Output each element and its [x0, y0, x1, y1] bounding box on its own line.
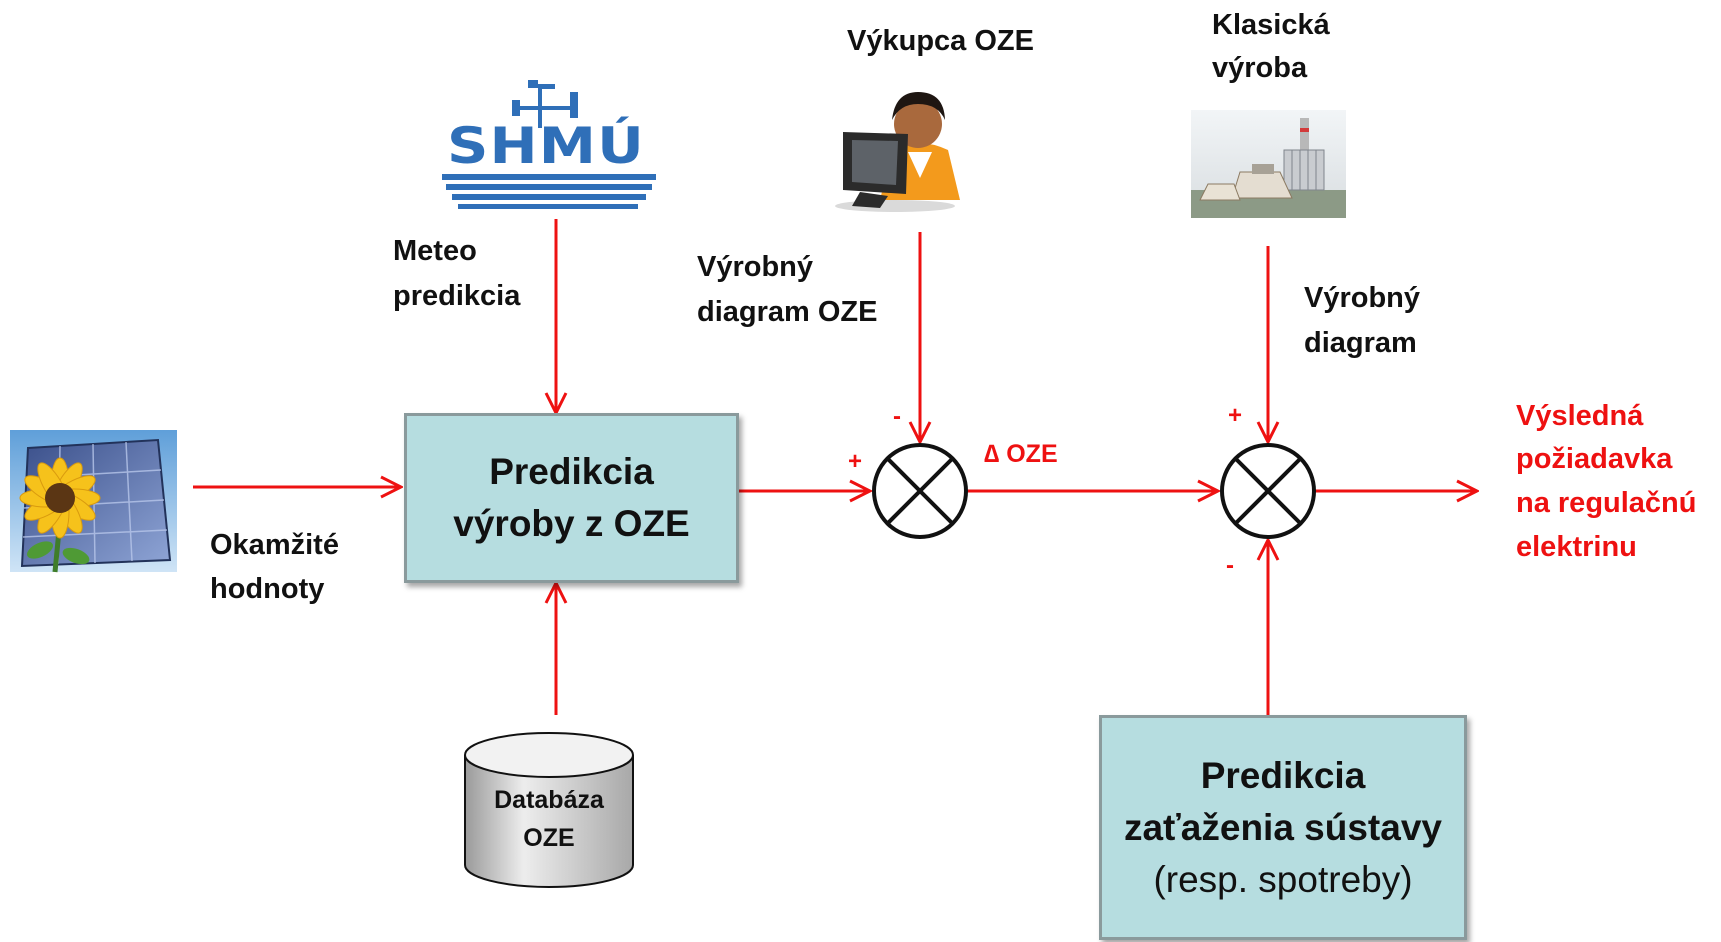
prediction-oze-line2: výroby z OZE — [453, 503, 690, 544]
classic-production-line2: výroba — [1212, 52, 1308, 84]
shmu-logo — [442, 80, 656, 209]
output-label-line4: elektrinu — [1516, 531, 1637, 563]
oze-diagram-label-line2: diagram OZE — [697, 296, 878, 328]
prediction-oze-line1: Predikcia — [489, 451, 654, 492]
prediction-load-box: Predikcia zaťaženia sústavy (resp. spotr… — [1099, 715, 1467, 940]
meteo-label-line1: Meteo — [393, 235, 477, 267]
sum2-minus-sign: - — [1226, 552, 1234, 579]
output-label-line3: na regulačnú — [1516, 487, 1697, 519]
instant-values-label-line1: Okamžité — [210, 529, 339, 561]
buyer-image — [835, 92, 960, 212]
summing-junction-total — [1220, 443, 1316, 539]
prediction-oze-box: Predikcia výroby z OZE — [404, 413, 739, 583]
meteo-label-line2: predikcia — [393, 280, 521, 312]
delta-oze-label: ∆ OZE — [984, 440, 1058, 468]
database-line2: OZE — [523, 824, 575, 852]
prediction-load-line1: Predikcia — [1200, 754, 1366, 796]
buyer-title: Výkupca OZE — [847, 25, 1034, 57]
sum2-plus-sign: + — [1228, 402, 1243, 429]
output-label-line1: Výsledná — [1516, 400, 1644, 432]
production-diagram-label-line1: Výrobný — [1304, 282, 1421, 314]
prediction-load-line3: (resp. spotreby) — [1153, 858, 1413, 900]
database-line1: Databáza — [494, 786, 604, 814]
instant-values-label-line2: hodnoty — [210, 573, 325, 605]
plant-image — [1191, 110, 1346, 218]
prediction-load-line2: zaťaženia sústavy — [1123, 806, 1442, 848]
solar-panel-image — [10, 430, 177, 573]
sum1-minus-sign: - — [893, 403, 901, 430]
summing-junction-oze — [872, 443, 968, 539]
oze-diagram-label-line1: Výrobný — [697, 251, 814, 283]
output-label-line2: požiadavka — [1516, 443, 1673, 475]
sum1-plus-sign: + — [848, 448, 863, 475]
database-cylinder — [464, 732, 634, 888]
shmu-logo-text: SHMÚ — [446, 117, 646, 175]
production-diagram-label-line2: diagram — [1304, 327, 1417, 359]
classic-production-line1: Klasická — [1212, 9, 1330, 41]
